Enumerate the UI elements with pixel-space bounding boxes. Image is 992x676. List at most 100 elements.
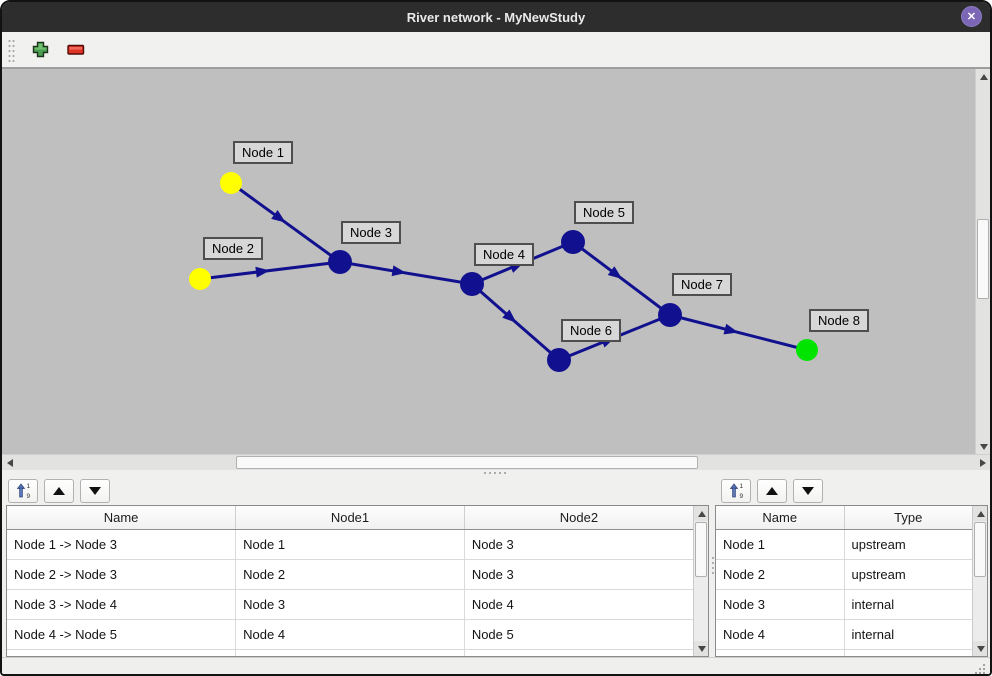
column-header-name[interactable]: Name xyxy=(7,506,237,530)
link-cell: Node 3 xyxy=(464,559,693,590)
nodes-table-scrollbar[interactable] xyxy=(972,506,987,656)
move-node-up-button[interactable] xyxy=(757,478,787,503)
vertical-scroll-thumb[interactable] xyxy=(977,219,989,299)
node-cell: internal xyxy=(844,619,972,650)
horizontal-scroll-track[interactable] xyxy=(17,455,975,470)
arrow-down-icon xyxy=(89,486,101,495)
plus-icon xyxy=(32,41,48,58)
vertical-splitter[interactable] xyxy=(711,476,715,657)
node-label-n8[interactable]: Node 8 xyxy=(809,309,869,332)
move-link-down-button[interactable] xyxy=(80,478,110,503)
bottom-panels: 1 9 Name Node1 Node2 Node 1 xyxy=(2,476,990,657)
graph-node-n3[interactable] xyxy=(328,250,352,274)
scroll-right-icon xyxy=(979,458,986,467)
arrow-up-icon xyxy=(766,486,778,495)
svg-text:1: 1 xyxy=(739,483,743,490)
edge-arrow-icon xyxy=(607,266,623,280)
edge-arrow-icon xyxy=(271,209,286,223)
column-header-node1[interactable]: Node1 xyxy=(235,506,465,530)
svg-text:9: 9 xyxy=(739,493,743,499)
sort-nodes-button[interactable]: 1 9 xyxy=(721,478,751,503)
node-cell: internal xyxy=(844,589,972,620)
link-cell: Node 3 -> Node 4 xyxy=(7,589,237,620)
links-scroll-thumb[interactable] xyxy=(695,522,707,577)
node-label-n4[interactable]: Node 4 xyxy=(474,243,534,266)
scroll-left-icon xyxy=(6,458,13,467)
move-link-up-button[interactable] xyxy=(44,478,74,503)
resize-grip-icon[interactable] xyxy=(973,662,987,676)
link-cell: Node 1 -> Node 3 xyxy=(7,529,237,560)
scroll-down-button[interactable] xyxy=(694,641,708,656)
node-label-n3[interactable]: Node 3 xyxy=(341,221,401,244)
link-row[interactable] xyxy=(7,649,693,656)
node-label-n1[interactable]: Node 1 xyxy=(233,141,293,164)
node-cell: Node 3 xyxy=(716,589,845,620)
close-button[interactable]: ✕ xyxy=(961,6,982,27)
node-label-n5[interactable]: Node 5 xyxy=(574,201,634,224)
nodes-scroll-thumb[interactable] xyxy=(974,522,986,577)
node-label-n7[interactable]: Node 7 xyxy=(672,273,732,296)
scroll-up-button[interactable] xyxy=(694,506,708,521)
titlebar: River network - MyNewStudy ✕ xyxy=(2,2,990,32)
graph-node-n2[interactable] xyxy=(189,268,211,290)
graph-edge-n2-n3[interactable] xyxy=(199,260,341,281)
horizontal-splitter[interactable] xyxy=(2,470,990,476)
sort-ascending-icon: 1 9 xyxy=(16,483,30,499)
links-button-bar: 1 9 xyxy=(2,476,711,505)
toolbar-drag-handle-icon[interactable] xyxy=(7,38,16,62)
graph-node-n7[interactable] xyxy=(658,303,682,327)
column-header-type[interactable]: Type xyxy=(844,506,972,530)
node-cell: upstream xyxy=(844,529,972,560)
canvas-vertical-scrollbar[interactable] xyxy=(975,69,990,454)
scroll-down-button[interactable] xyxy=(973,641,987,656)
links-table-scrollbar[interactable] xyxy=(693,506,708,656)
link-cell xyxy=(235,649,465,656)
scroll-left-button[interactable] xyxy=(2,455,17,470)
scroll-up-button[interactable] xyxy=(976,69,990,84)
river-network-canvas[interactable]: Node 1 Node 2 Node 3 Node 4 Node 5 Node 6 Node… xyxy=(2,69,990,454)
graph-edge-n7-n8[interactable] xyxy=(669,313,808,352)
scroll-right-button[interactable] xyxy=(975,455,990,470)
link-cell: Node 1 xyxy=(235,529,465,560)
column-header-node2[interactable]: Node2 xyxy=(464,506,693,530)
scroll-down-button[interactable] xyxy=(976,439,990,454)
canvas-horizontal-scrollbar[interactable] xyxy=(2,454,990,470)
vertical-scroll-track[interactable] xyxy=(976,84,990,439)
graph-node-n8[interactable] xyxy=(796,339,818,361)
graph-node-n5[interactable] xyxy=(561,230,585,254)
column-header-name[interactable]: Name xyxy=(716,506,845,530)
sort-links-button[interactable]: 1 9 xyxy=(8,478,38,503)
node-cell: Node 4 xyxy=(716,619,845,650)
node-label-n2[interactable]: Node 2 xyxy=(203,237,263,260)
node-label-n6[interactable]: Node 6 xyxy=(561,319,621,342)
graph-node-n4[interactable] xyxy=(460,272,484,296)
svg-text:1: 1 xyxy=(26,483,30,490)
scroll-up-button[interactable] xyxy=(973,506,987,521)
move-node-down-button[interactable] xyxy=(793,478,823,503)
add-button[interactable] xyxy=(28,38,52,62)
graph-node-n6[interactable] xyxy=(547,348,571,372)
link-cell xyxy=(7,649,237,656)
node-cell xyxy=(716,649,845,656)
scroll-down-icon xyxy=(976,645,985,652)
links-scroll-track[interactable] xyxy=(694,521,708,641)
horizontal-scroll-thumb[interactable] xyxy=(236,456,698,469)
graph-node-n1[interactable] xyxy=(220,172,242,194)
edge-arrow-icon xyxy=(502,309,517,323)
nodes-scroll-track[interactable] xyxy=(973,521,987,641)
link-cell: Node 5 xyxy=(464,619,693,650)
node-row[interactable] xyxy=(716,649,972,656)
remove-button[interactable] xyxy=(64,38,88,62)
scroll-up-icon xyxy=(979,73,988,80)
